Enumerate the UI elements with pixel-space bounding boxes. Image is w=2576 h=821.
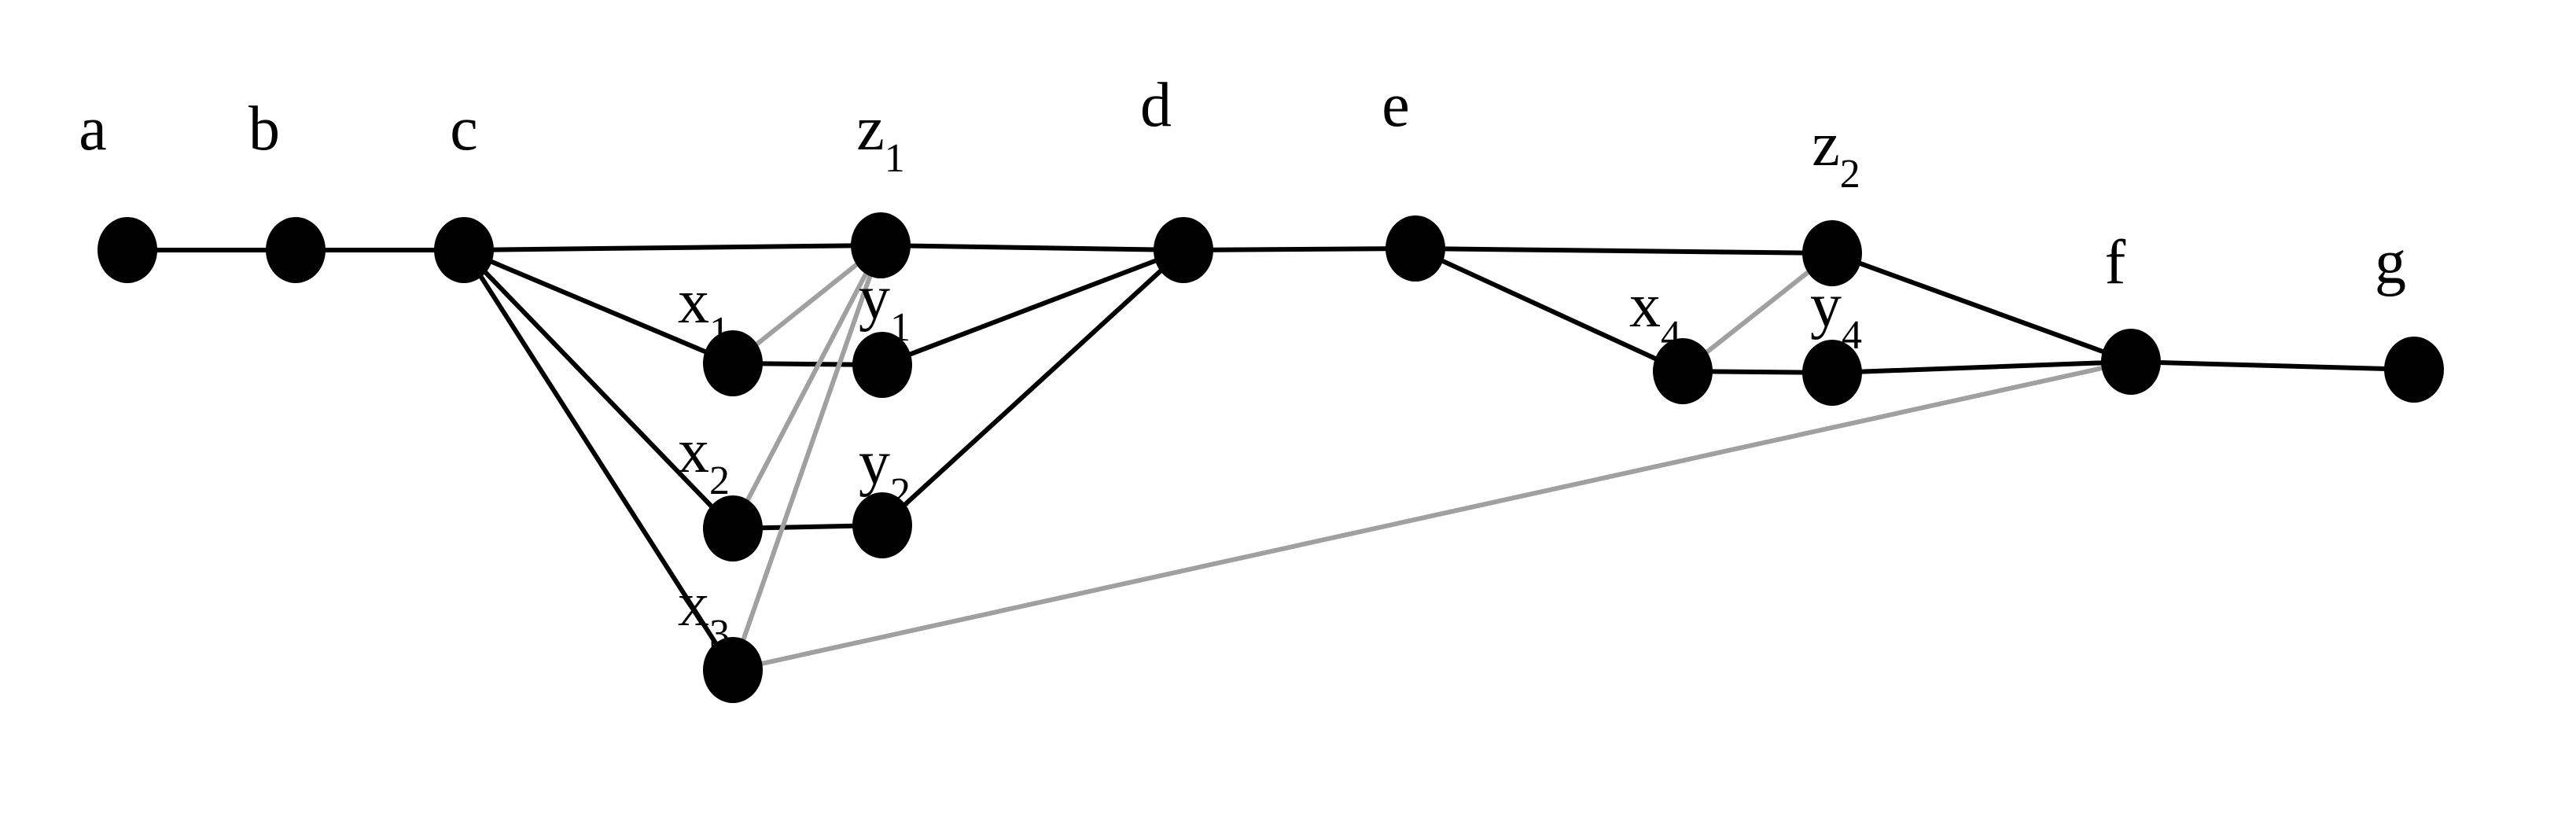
node-label-sub-y4: 4 xyxy=(1842,313,1862,358)
edge-z2-f xyxy=(1830,251,2133,364)
node-label-sub-x4: 4 xyxy=(1661,313,1681,358)
node-label-main-b: b xyxy=(248,94,280,164)
edge-x3-f xyxy=(730,359,2133,672)
node-label-c: c xyxy=(450,94,478,164)
node-f xyxy=(2101,329,2161,395)
node-x3 xyxy=(703,637,763,703)
edge-x2-z1 xyxy=(730,243,883,531)
node-label-x3: x3 xyxy=(678,570,730,657)
edge-y2-d xyxy=(880,248,1186,528)
node-e xyxy=(1386,215,1445,282)
node-label-main-y4: y xyxy=(1810,271,1842,341)
node-label-sub-x3: 3 xyxy=(709,612,730,657)
node-y1 xyxy=(852,332,912,398)
node-label-x1: x1 xyxy=(678,267,730,354)
node-label-sub-x2: 2 xyxy=(709,458,730,503)
edge-y4-f xyxy=(1830,359,2133,375)
node-y2 xyxy=(852,492,912,558)
edge-e-z2 xyxy=(1413,246,1834,256)
node-x1 xyxy=(703,330,763,396)
node-label-sub-z1: 1 xyxy=(885,136,905,181)
node-label-main-g: g xyxy=(2375,228,2406,297)
node-label-main-f: f xyxy=(2105,228,2126,297)
node-label-main-z2: z xyxy=(1812,110,1840,179)
node-label-z1: z1 xyxy=(856,94,905,181)
edge-c-x1 xyxy=(462,248,735,366)
edge-x3-z1 xyxy=(730,243,883,672)
edge-c-x2 xyxy=(462,248,735,531)
node-label-x2: x2 xyxy=(678,417,730,503)
edge-y1-d xyxy=(880,248,1186,367)
node-label-main-a: a xyxy=(79,94,107,164)
node-label-main-x4: x xyxy=(1629,271,1661,341)
node-a xyxy=(98,217,157,283)
edge-e-x4 xyxy=(1413,246,1685,374)
node-label-g: g xyxy=(2375,228,2406,297)
node-b xyxy=(266,217,326,283)
node-label-main-y2: y xyxy=(859,429,890,498)
node-label-sub-y1: 1 xyxy=(890,305,911,350)
node-label-b: b xyxy=(248,94,280,164)
nodes-layer xyxy=(98,212,2444,703)
node-label-main-x3: x xyxy=(678,570,709,639)
node-x2 xyxy=(703,495,763,561)
node-label-main-e: e xyxy=(1382,71,1410,140)
edge-x4-z2 xyxy=(1680,251,1834,374)
edge-d-e xyxy=(1181,246,1418,252)
node-label-main-z1: z xyxy=(856,94,885,164)
node-label-y2: y2 xyxy=(859,429,911,515)
node-y4 xyxy=(1802,340,1862,406)
node-z1 xyxy=(851,212,911,278)
node-g xyxy=(2384,337,2444,403)
edge-c-z1 xyxy=(462,243,883,252)
node-label-e: e xyxy=(1382,71,1410,140)
node-label-sub-y2: 2 xyxy=(890,470,911,515)
node-z2 xyxy=(1802,220,1862,286)
node-label-main-y1: y xyxy=(859,263,890,333)
edge-c-x3 xyxy=(462,248,735,672)
node-label-x4: x4 xyxy=(1629,271,1681,358)
node-label-a: a xyxy=(79,94,107,164)
node-label-z2: z2 xyxy=(1812,110,1860,197)
node-label-main-c: c xyxy=(450,94,478,164)
node-label-y4: y4 xyxy=(1810,271,1862,358)
node-label-y1: y1 xyxy=(859,263,911,350)
node-label-f: f xyxy=(2105,228,2126,297)
edge-f-g xyxy=(2129,359,2416,372)
node-label-main-d: d xyxy=(1140,71,1172,140)
edge-x1-z1 xyxy=(730,243,883,366)
node-label-sub-x1: 1 xyxy=(709,309,730,354)
node-label-d: d xyxy=(1140,71,1172,140)
node-c xyxy=(434,217,494,283)
node-label-sub-z2: 2 xyxy=(1840,152,1860,197)
node-label-main-x1: x xyxy=(678,267,709,337)
node-x4 xyxy=(1653,338,1713,404)
node-d xyxy=(1154,217,1213,283)
edge-z1-d xyxy=(878,243,1186,252)
node-label-main-x2: x xyxy=(678,417,709,486)
